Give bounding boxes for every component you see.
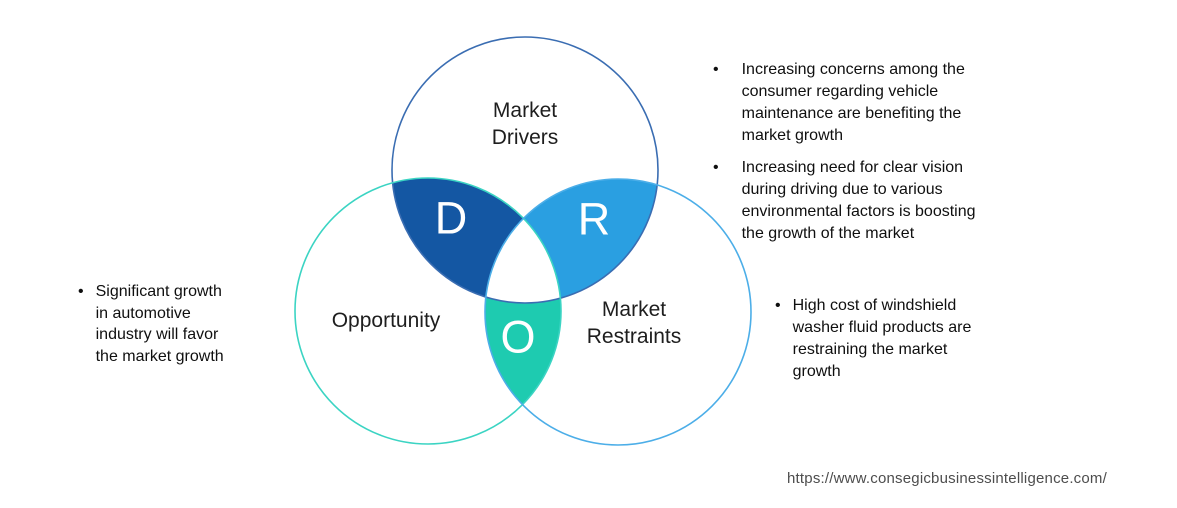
restraints-lens-fill xyxy=(485,179,658,303)
bullet-icon: • xyxy=(713,61,719,78)
bullet-text-restraint: High cost of windshield washer fluid pro… xyxy=(792,297,972,380)
drivers-circle-outline xyxy=(391,36,659,304)
bullet-item-driver-2: • Increasing need for clear vision durin… xyxy=(713,157,976,245)
bullet-icon: • xyxy=(713,159,719,176)
bullet-text-driver-1: Increasing concerns among the consumer r… xyxy=(741,61,965,144)
drivers-letter: D xyxy=(435,193,468,244)
bullet-text-opportunity: Significant growth in automotive industr… xyxy=(95,283,224,365)
drivers-lens xyxy=(392,178,561,303)
opportunity-label: Opportunity xyxy=(331,309,441,332)
opportunity-circle-outline xyxy=(294,177,562,445)
footer-url: https://www.consegicbusinessintelligence… xyxy=(787,470,1107,487)
bullet-item-opportunity: • Significant growth in automotive indus… xyxy=(78,281,224,367)
restraints-circle-outline xyxy=(484,178,752,446)
restraints-letter: R xyxy=(578,194,611,245)
bullet-icon: • xyxy=(775,297,781,314)
bullet-icon: • xyxy=(78,283,84,300)
restraints-lens xyxy=(485,179,658,303)
opportunity-letter: O xyxy=(500,312,535,363)
drivers-label: Market Drivers xyxy=(491,99,559,149)
restraints-label: Market Restraints xyxy=(586,298,682,348)
bullet-text-driver-2: Increasing need for clear vision during … xyxy=(741,159,976,242)
bullet-item-driver-1: • Increasing concerns among the consumer… xyxy=(713,59,965,147)
drivers-lens-fill xyxy=(392,178,561,303)
bullet-item-restraint: • High cost of windshield washer fluid p… xyxy=(775,295,971,383)
